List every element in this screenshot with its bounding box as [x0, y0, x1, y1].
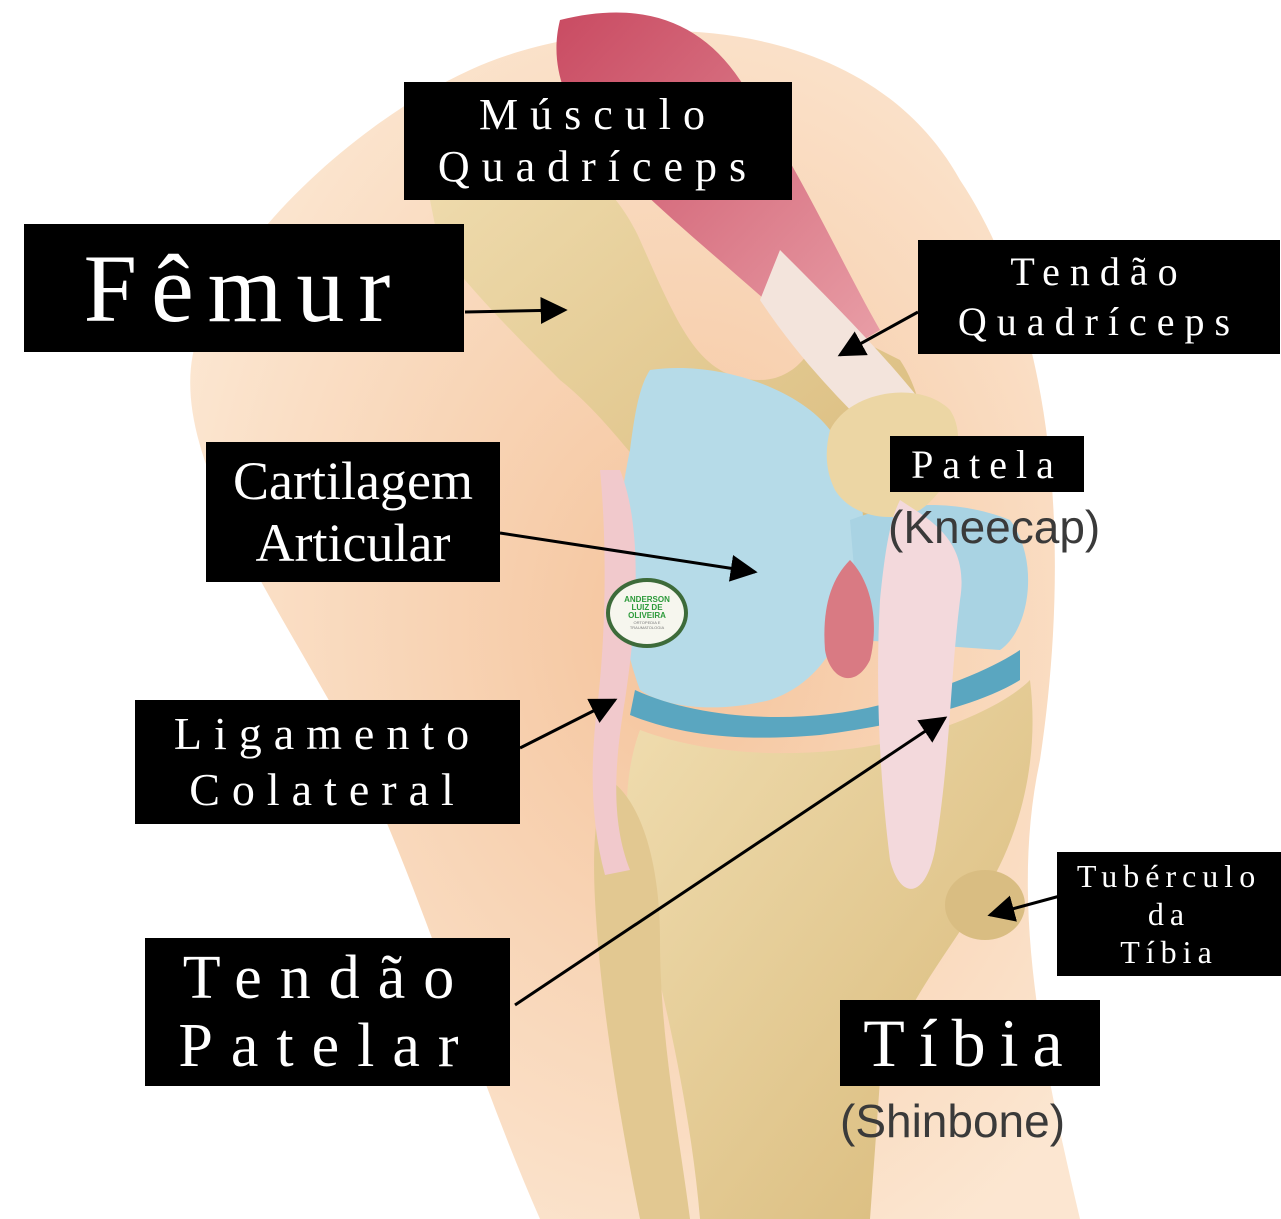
- collateral-ligament: [592, 470, 636, 875]
- arrow-tuberculo: [987, 894, 1061, 922]
- arrow-cartilagem: [499, 531, 758, 582]
- label-tibia-text: Tíbia: [863, 1004, 1077, 1081]
- label-tendao-quadriceps: Tendão Quadríceps: [918, 240, 1280, 354]
- label-musculo-quadriceps-line-1: Músculo: [479, 90, 717, 139]
- label-tuberculo-tibia: Tubérculo da Tíbia: [1057, 852, 1281, 976]
- arrow-tendao-quadriceps: [837, 310, 919, 357]
- label-tuberculo-line-3: Tíbia: [1120, 934, 1218, 970]
- label-tuberculo-line-2: da: [1147, 896, 1191, 932]
- label-tuberculo-line-1: Tubérculo: [1076, 858, 1262, 894]
- watermark-small-1: ORTOPEDIA E: [633, 620, 661, 625]
- watermark-logo: ANDERSON LUIZ DE OLIVEIRA ORTOPEDIA E TR…: [606, 578, 688, 648]
- label-patela-text: Patela: [911, 441, 1063, 487]
- arrow-femur: [464, 296, 568, 324]
- label-tendao-patelar-line-2: Patelar: [178, 1012, 477, 1080]
- arrow-tendao-patelar: [514, 716, 948, 1007]
- label-tendao-quadriceps-line-1: Tendão: [1010, 249, 1188, 294]
- patellar-tendon: [878, 500, 962, 889]
- cruciate-ligament: [824, 560, 874, 679]
- label-cartilagem-line-1: Cartilagem: [233, 451, 473, 511]
- label-ligamento-line-2: Colateral: [189, 764, 466, 815]
- watermark-line-3: OLIVEIRA: [628, 611, 666, 620]
- label-ligamento-line-1: Ligamento: [173, 708, 482, 759]
- fibula-bone: [594, 780, 690, 1219]
- label-patela: Patela: [890, 436, 1084, 492]
- watermark-small-2: TRAUMATOLOGIA: [629, 625, 665, 630]
- watermark-line-1: ANDERSON: [624, 595, 670, 604]
- label-cartilagem-articular: Cartilagem Articular: [206, 442, 500, 582]
- label-femur-text: Fêmur: [83, 234, 405, 342]
- label-tendao-patelar-line-1: Tendão: [182, 944, 473, 1012]
- label-tendao-quadriceps-line-2: Quadríceps: [957, 299, 1241, 344]
- label-ligamento-colateral: Ligamento Colateral: [135, 700, 520, 824]
- label-musculo-quadriceps: Músculo Quadríceps: [404, 82, 792, 200]
- label-tendao-patelar: Tendão Patelar: [145, 938, 510, 1086]
- arrow-ligamento: [519, 698, 618, 750]
- tibial-tubercle: [945, 870, 1025, 940]
- label-femur: Fêmur: [24, 224, 464, 352]
- label-kneecap: (Kneecap): [888, 501, 1101, 553]
- label-cartilagem-line-2: Articular: [255, 513, 451, 573]
- label-shinbone: (Shinbone): [840, 1095, 1066, 1147]
- label-musculo-quadriceps-line-2: Quadríceps: [437, 142, 759, 191]
- label-tibia: Tíbia: [840, 1000, 1100, 1086]
- watermark-line-2: LUIZ DE: [631, 603, 663, 612]
